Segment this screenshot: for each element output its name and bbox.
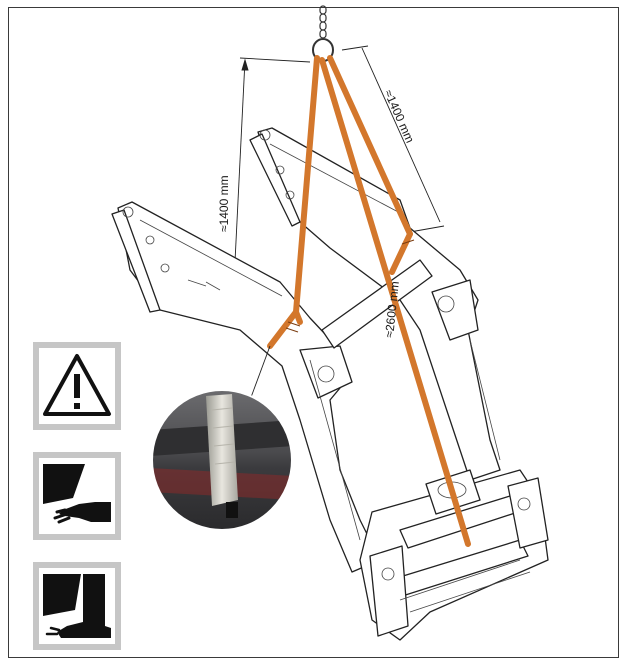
foot-crush-hazard-icon: [43, 574, 111, 638]
detail-callout-line: [249, 345, 271, 401]
loader-details: [122, 129, 531, 613]
hand-crush-hazard-icon: [43, 464, 111, 524]
dimension-label-1400-vertical: ≈1400 mm: [217, 175, 231, 232]
sling-left-upper: [293, 55, 320, 315]
lifting-slings: [267, 55, 471, 547]
lifting-chain: [312, 5, 334, 62]
warning-pictogram: [33, 342, 121, 430]
warning-triangle-icon: [43, 354, 111, 416]
sling-right-upper: [327, 55, 413, 237]
hand-crush-pictogram: [33, 452, 121, 540]
sling-left-crossbar: [293, 309, 303, 325]
loader-frame: [111, 127, 549, 641]
sling-right-lower: [389, 231, 413, 275]
dimension-line-right: [341, 45, 445, 233]
sling-left-lower: [267, 309, 299, 349]
dimension-label-2600: ≈2600 mm: [382, 281, 402, 339]
dimension-label-1400-slanted: ≈1400 mm: [381, 88, 417, 145]
foot-crush-pictogram: [33, 562, 121, 650]
sling-detail-inset: [151, 389, 293, 531]
sling-stitching: [285, 239, 415, 333]
sling-long: [319, 57, 471, 547]
